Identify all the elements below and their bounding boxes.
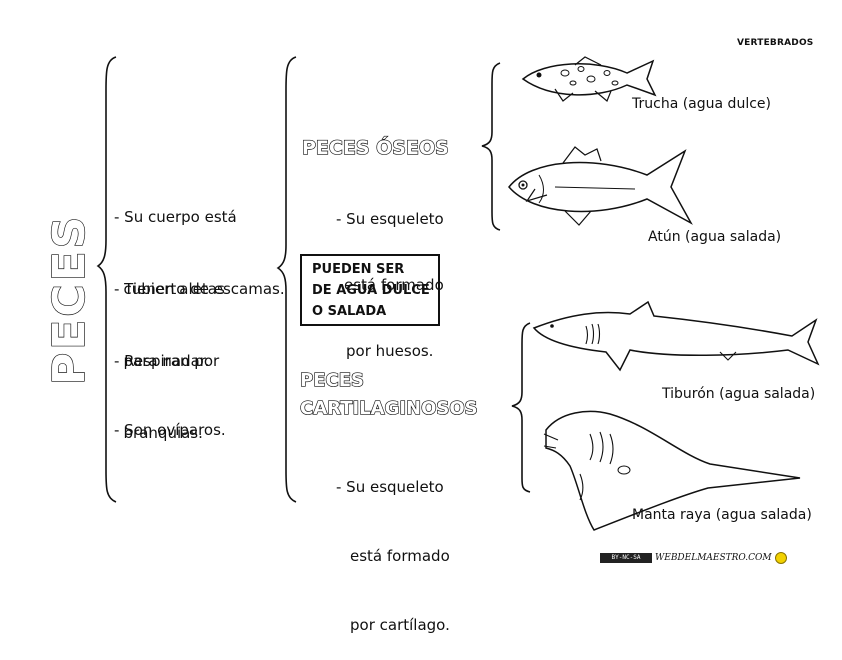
characteristic-4: - Son ovíparos.	[114, 370, 226, 466]
caption-manta: Manta raya (agua salada)	[632, 507, 812, 523]
oseos-title-text: PECES ÓSEOS	[302, 135, 449, 159]
cc-license-badge: BY-NC-SA	[600, 553, 652, 563]
shark-illustration	[530, 300, 820, 380]
tuna-illustration	[505, 145, 700, 227]
footer-credit: BY-NC-SA WEBDELMAESTRO.COM	[600, 552, 787, 564]
water-type-box: PUEDEN SER DE AGUA DULCE O SALADA	[300, 254, 440, 326]
caption-atun: Atún (agua salada)	[648, 229, 781, 245]
caption-trucha: Trucha (agua dulce)	[632, 96, 771, 112]
cartilaginosos-title-line2: CARTILAGINOSOS	[300, 398, 478, 419]
oseos-title: PECES ÓSEOS	[300, 132, 480, 162]
cartilaginosos-title: PECES CARTILAGINOSOS	[298, 366, 508, 422]
caption-tiburon: Tiburón (agua salada)	[662, 386, 815, 402]
cartilaginosos-description: - Su esqueleto está formado por cartílag…	[336, 430, 450, 660]
brace-oseos	[482, 63, 500, 230]
cartilaginosos-title-line1: PECES	[300, 370, 364, 391]
smiley-icon	[775, 552, 787, 564]
brace-cartilaginosos	[512, 323, 530, 492]
site-name: WEBDELMAESTRO.COM	[655, 553, 772, 563]
